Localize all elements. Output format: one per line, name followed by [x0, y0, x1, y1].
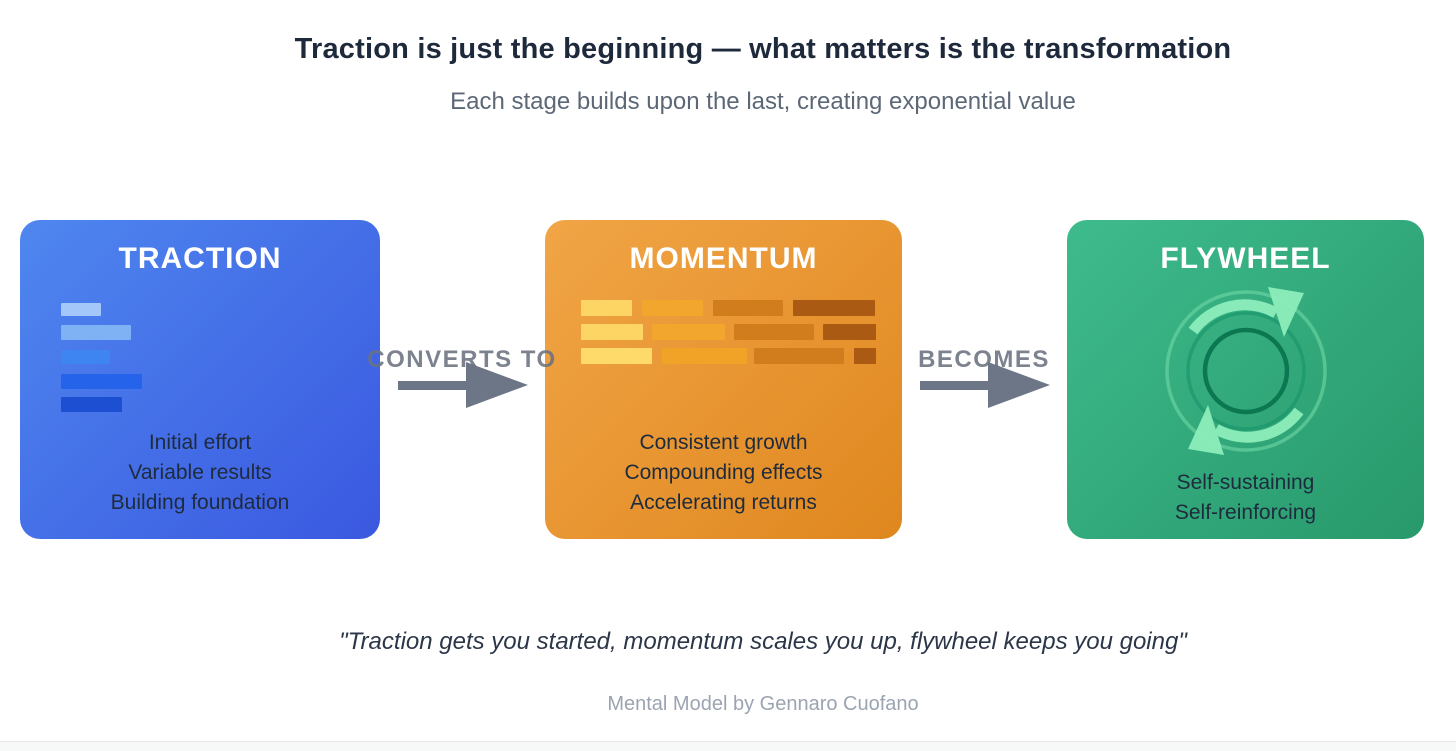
connector-label-becomes: BECOMES — [918, 346, 1050, 373]
arrow-right-icon — [920, 362, 1050, 408]
bar — [61, 397, 122, 412]
bar — [854, 348, 876, 364]
stage-description-line: Self-sustaining — [1176, 471, 1315, 494]
stage-description-line: Building foundation — [110, 491, 290, 514]
bar — [662, 348, 747, 364]
page-title: Traction is just the beginning — what ma… — [294, 33, 1232, 65]
stage-description-line: Consistent growth — [639, 431, 808, 454]
stage-descriptions: Initial effort Variable results Building… — [20, 428, 380, 518]
bar — [823, 324, 876, 340]
bar — [713, 300, 783, 316]
quote: "Traction gets you started, momentum sca… — [339, 628, 1187, 655]
attribution: Mental Model by Gennaro Cuofano — [607, 693, 919, 715]
bar — [61, 303, 101, 316]
stage-description-line: Initial effort — [148, 431, 252, 454]
stage-description-line: Accelerating returns — [630, 491, 817, 514]
bar — [581, 324, 643, 340]
bar — [734, 324, 814, 340]
stage-description-line: Variable results — [128, 461, 272, 484]
stage-description-line: Compounding effects — [624, 461, 823, 484]
stage-title-traction: TRACTION — [118, 242, 282, 275]
stage-title-momentum: MOMENTUM — [629, 242, 818, 275]
stage-card-momentum: MOMENTUM Consistent growth Compounding e… — [545, 220, 902, 539]
bar — [61, 350, 110, 364]
bar — [652, 324, 725, 340]
stage-card-traction: TRACTION Initial effort Variable results… — [20, 220, 380, 539]
stage-description-line: Self-reinforcing — [1174, 501, 1317, 524]
bar — [793, 300, 875, 316]
stage-descriptions: Self-sustaining Self-reinforcing — [1067, 468, 1424, 528]
bar — [61, 374, 142, 389]
cycle-arrows-icon — [1165, 287, 1327, 455]
bar — [581, 300, 632, 316]
connector-label-converts-to: CONVERTS TO — [367, 346, 557, 373]
bar — [581, 348, 652, 364]
page-subtitle: Each stage builds upon the last, creatin… — [450, 88, 1076, 115]
bar — [642, 300, 703, 316]
arrow-right-icon — [398, 362, 528, 408]
section-divider — [0, 741, 1456, 751]
stage-title-flywheel: FLYWHEEL — [1160, 242, 1331, 275]
bar — [61, 325, 131, 340]
bar — [754, 348, 844, 364]
header: Traction is just the beginning — what ma… — [0, 0, 1456, 116]
stage-descriptions: Consistent growth Compounding effects Ac… — [545, 428, 902, 518]
stage-card-flywheel: FLYWHEEL Self-sustaining Self-reinforcin… — [1067, 220, 1424, 539]
